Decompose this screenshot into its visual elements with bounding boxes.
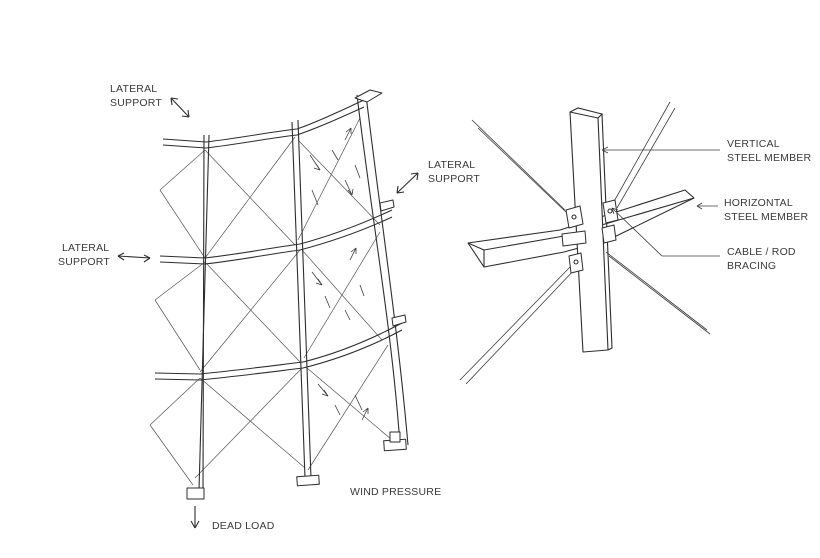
label-cable-rod-bracing-line1: CABLE / ROD: [727, 246, 796, 258]
detail-cables: [459, 101, 711, 385]
label-vertical-steel-member-line1: VERTICAL: [727, 138, 780, 150]
label-lateral-support-top-line1: LATERAL: [110, 83, 157, 95]
label-lateral-support-right-line2: SUPPORT: [428, 173, 480, 185]
lateral-support-arrows: [117, 97, 419, 263]
frame-columns: [198, 94, 409, 491]
label-lateral-support-top-line2: SUPPORT: [110, 97, 162, 109]
callout-leaders: [601, 146, 720, 257]
frame-beams: [154, 89, 407, 381]
dead-load-arrow: [190, 506, 200, 529]
wind-arrows: [309, 127, 369, 421]
label-lateral-support-right-line1: LATERAL: [428, 159, 475, 171]
label-cable-rod-bracing-line2: BRACING: [727, 260, 776, 272]
label-horizontal-steel-member-line1: HORIZONTAL: [724, 197, 793, 209]
label-wind-pressure: WIND PRESSURE: [350, 486, 441, 498]
labels: LATERAL SUPPORT LATERAL SUPPORT LATERAL …: [58, 83, 811, 532]
label-vertical-steel-member-line2: STEEL MEMBER: [727, 152, 811, 164]
curved-frame: [117, 89, 419, 529]
frame-base-plates: [186, 431, 407, 500]
vertical-steel-member: [569, 107, 613, 353]
label-lateral-support-left-line2: SUPPORT: [58, 256, 110, 268]
joint-detail: [459, 101, 720, 385]
frame-cross-bracing: [149, 117, 399, 486]
label-horizontal-steel-member-line2: STEEL MEMBER: [724, 211, 808, 223]
label-lateral-support-left-line1: LATERAL: [62, 242, 109, 254]
label-dead-load: DEAD LOAD: [212, 520, 275, 532]
connection-plates: [561, 199, 619, 274]
